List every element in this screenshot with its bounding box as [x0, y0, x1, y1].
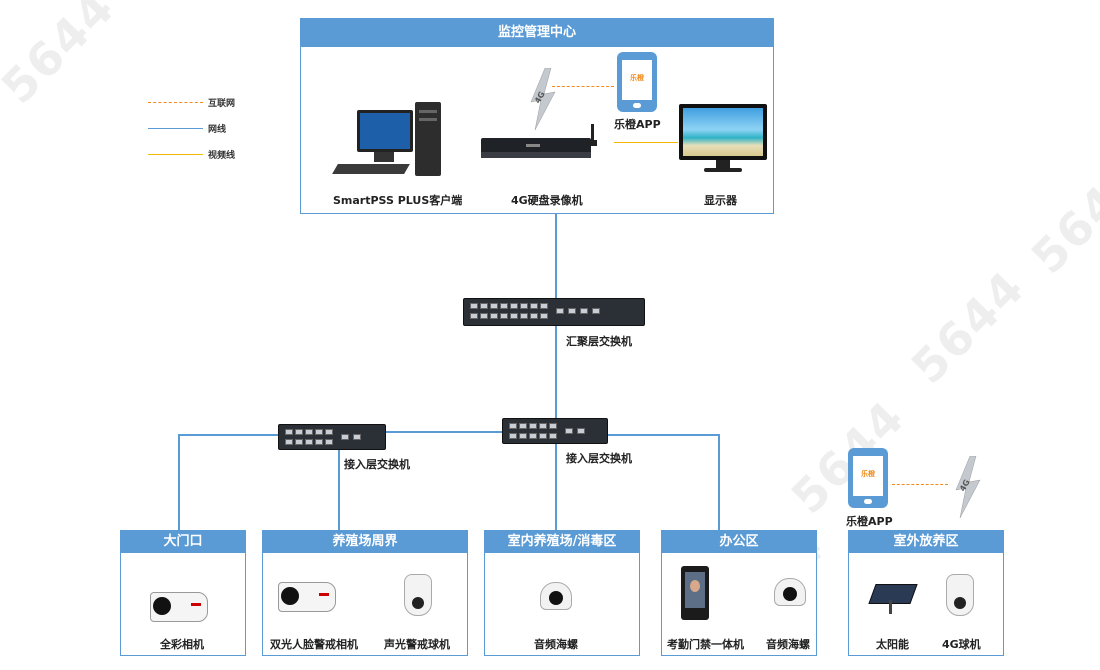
aggregation-switch-label: 汇聚层交换机 — [566, 335, 632, 348]
access-switch-left-icon — [278, 424, 386, 450]
legend-internet-label: 互联网 — [208, 99, 236, 109]
zone-outdoor-title: 室外放养区 — [849, 531, 1003, 553]
phone-app-icon: 乐橙 — [617, 52, 657, 112]
audio-light-ptz-camera-label: 声光警戒球机 — [384, 638, 450, 651]
dual-light-face-camera-label: 双光人脸警戒相机 — [270, 638, 358, 651]
gate-branch-line — [178, 434, 278, 436]
watermark: 5644 — [900, 259, 1036, 395]
access-control-terminal-label: 考勤门禁一体机 — [667, 638, 744, 651]
audio-dome-camera-label: 音频海螺 — [534, 638, 578, 651]
zone-perimeter-title: 养殖场周界 — [263, 531, 467, 553]
monitor-label: 显示器 — [704, 194, 737, 207]
monitoring-center-title: 监控管理中心 — [301, 19, 773, 47]
audio-dome-camera-icon — [540, 582, 572, 610]
access-switch-right-icon — [502, 418, 608, 444]
legend-internet-line — [148, 102, 203, 103]
full-color-camera-icon — [150, 592, 208, 622]
outdoor-app-label: 乐橙APP — [846, 515, 893, 528]
office-audio-dome-camera-icon — [774, 578, 806, 606]
outdoor-phone-app-icon: 乐橙 — [848, 448, 888, 508]
outdoor-app-logo-text: 乐橙 — [861, 470, 875, 478]
watermark: 5644 — [1020, 149, 1100, 285]
indoor-drop-line — [555, 444, 557, 530]
4g-ptz-camera-label: 4G球机 — [942, 638, 981, 651]
4g-signal-icon: 4G — [530, 68, 556, 130]
outdoor-4g-signal-icon: 4G — [955, 456, 981, 518]
perimeter-drop-line — [338, 450, 340, 530]
legend-network-label: 网线 — [208, 125, 227, 135]
office-drop-line — [718, 434, 720, 530]
legend-video-label: 视频线 — [208, 151, 236, 161]
nvr-label: 4G硬盘录像机 — [511, 194, 583, 207]
access-interconnect-line — [386, 431, 502, 433]
dual-light-face-camera-icon — [278, 582, 336, 612]
internet-link-line — [552, 86, 614, 87]
zone-indoor-title: 室内养殖场/消毒区 — [485, 531, 639, 553]
watermark: 5644 — [0, 0, 126, 115]
audio-light-ptz-camera-icon — [404, 574, 432, 616]
outdoor-internet-line — [892, 484, 948, 485]
office-branch-line — [608, 434, 720, 436]
zone-gate-title: 大门口 — [121, 531, 245, 553]
full-color-camera-label: 全彩相机 — [160, 638, 204, 651]
office-audio-dome-camera-label: 音频海螺 — [766, 638, 810, 651]
uplink-line — [555, 214, 557, 298]
app-logo-text: 乐橙 — [630, 74, 644, 82]
app-label: 乐橙APP — [614, 118, 661, 131]
access-switch-left-label: 接入层交换机 — [344, 458, 410, 471]
solar-panel-label: 太阳能 — [876, 638, 909, 651]
aggregation-to-access-line — [555, 326, 557, 418]
legend-video-line — [148, 154, 203, 155]
video-link-line — [614, 142, 678, 143]
aggregation-switch-icon — [463, 298, 645, 326]
access-switch-right-label: 接入层交换机 — [566, 452, 632, 465]
zone-office-title: 办公区 — [662, 531, 816, 553]
4g-ptz-camera-icon — [946, 574, 974, 616]
pc-client-label: SmartPSS PLUS客户端 — [333, 194, 463, 207]
gate-drop-line — [178, 434, 180, 530]
legend-network-line — [148, 128, 203, 129]
